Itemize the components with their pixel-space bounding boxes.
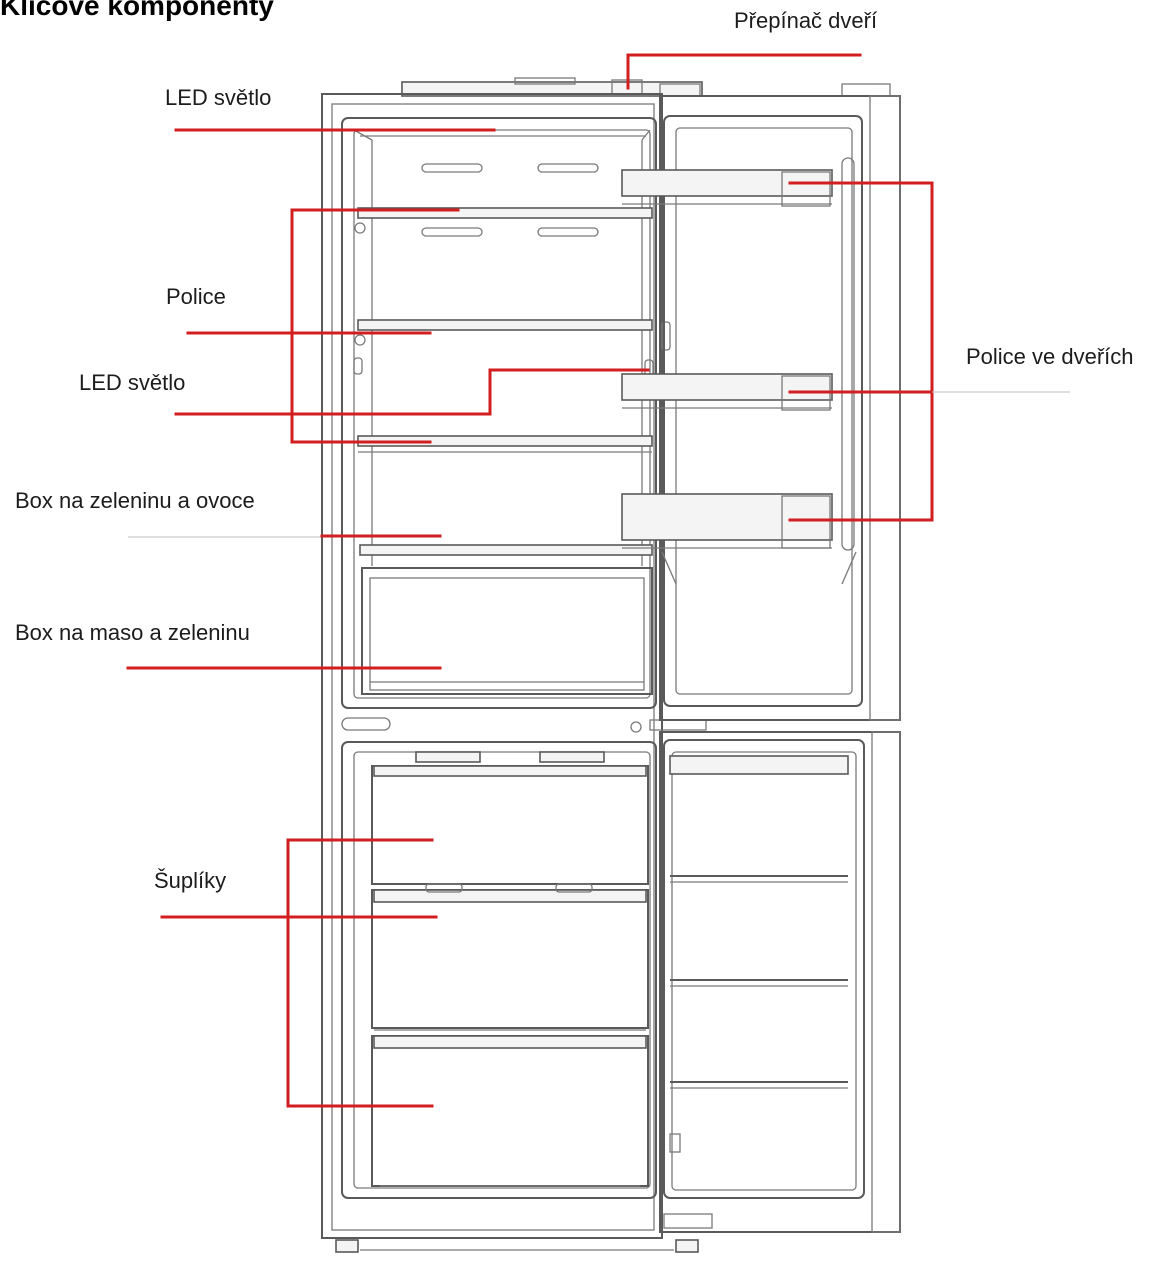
diagram-title: Klíčové komponenty bbox=[0, 0, 274, 21]
label-led-light-middle: LED světlo bbox=[79, 370, 186, 395]
label-fruit-veg-box: Box na zeleninu a ovoce bbox=[15, 488, 255, 513]
fridge-cabinet bbox=[321, 77, 891, 1253]
label-drawers: Šuplíky bbox=[154, 868, 227, 893]
leader-lines bbox=[126, 53, 1070, 1108]
label-shelves: Police bbox=[166, 284, 226, 309]
freezer-door bbox=[659, 731, 901, 1233]
label-door-shelves: Police ve dveřích bbox=[966, 344, 1134, 369]
label-meat-veg-box: Box na maso a zeleninu bbox=[15, 620, 250, 645]
fridge-door bbox=[621, 95, 901, 721]
leader-led-middle bbox=[174, 368, 650, 416]
label-door-switch: Přepínač dveří bbox=[734, 8, 878, 33]
leader-shelves-bracket bbox=[290, 208, 460, 444]
leader-drawers-bracket bbox=[286, 838, 434, 1108]
label-led-light-top: LED světlo bbox=[165, 85, 272, 110]
leader-door-shelves-bracket bbox=[788, 181, 934, 522]
leader-door-switch bbox=[626, 53, 862, 90]
